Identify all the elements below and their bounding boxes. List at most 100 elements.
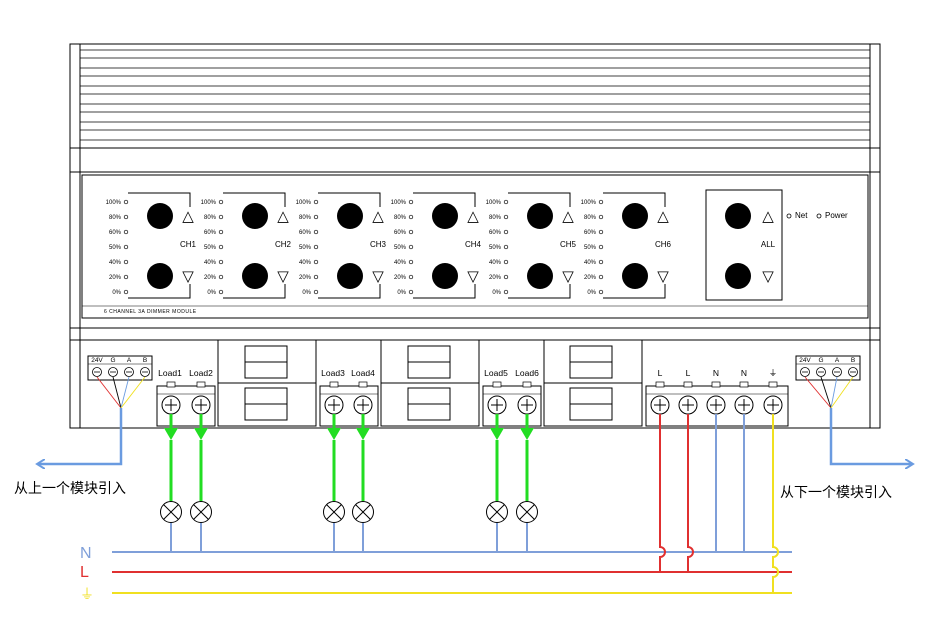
channel-bracket [508, 192, 571, 207]
ch5-up-button[interactable] [527, 203, 553, 229]
line-label-n: N [80, 545, 92, 562]
level-led [313, 199, 319, 205]
bus-wire [804, 376, 832, 409]
level-led [313, 244, 319, 250]
level-label: 100% [391, 200, 407, 206]
level-label: 60% [394, 230, 407, 236]
level-label: 50% [204, 245, 217, 251]
power-terminal-label: N [741, 368, 747, 378]
level-label: 100% [106, 200, 122, 206]
level-label: 60% [584, 230, 597, 236]
level-led [503, 274, 509, 280]
level-led [503, 199, 509, 205]
ch1-up-button[interactable] [147, 203, 173, 229]
level-led [503, 289, 509, 295]
ch6-up-button[interactable] [622, 203, 648, 229]
channel-bracket [318, 284, 381, 299]
up-arrow-icon: △ [657, 208, 669, 225]
level-led [503, 259, 509, 265]
level-label: 20% [109, 275, 122, 281]
terminal-tab [683, 381, 693, 388]
all-down-symbol: ▽ [762, 268, 774, 285]
live-feed-wire [659, 414, 666, 572]
load-output-label: Load4 [351, 368, 375, 378]
terminal-tab [739, 381, 749, 388]
level-label: 100% [581, 200, 597, 206]
bus-terminal-label: A [127, 357, 132, 364]
level-led [598, 199, 604, 205]
level-led [123, 274, 129, 280]
channel-2-block: 100%80%60%50%40%20%0%△▽CH2 [201, 192, 292, 299]
wire-arrow-icon [194, 428, 208, 440]
terminal-tab [358, 381, 368, 388]
ch2-up-button[interactable] [242, 203, 268, 229]
level-label: 40% [584, 260, 597, 266]
bus-terminal-label: 24V [799, 357, 811, 364]
level-led [313, 259, 319, 265]
ch4-down-button[interactable] [432, 263, 458, 289]
all-channel-block: △ ALL ▽ Net Power [705, 189, 848, 301]
level-led [408, 289, 414, 295]
all-down-button[interactable] [725, 263, 751, 289]
channel-bracket [413, 284, 476, 299]
level-label: 100% [201, 200, 217, 206]
module-housing: 6 CHANNEL 3A DIMMER MODULE [69, 43, 881, 429]
level-led [408, 229, 414, 235]
level-label: 40% [204, 260, 217, 266]
ch3-down-button[interactable] [337, 263, 363, 289]
bus-wire [830, 376, 838, 409]
ch6-down-button[interactable] [622, 263, 648, 289]
level-led [598, 259, 604, 265]
net-led [786, 213, 792, 219]
terminal-tab [196, 381, 206, 388]
vent-lines [80, 49, 870, 141]
level-label: 80% [489, 215, 502, 221]
down-arrow-icon: ▽ [277, 268, 289, 285]
level-label: 80% [299, 215, 312, 221]
all-up-button[interactable] [725, 203, 751, 229]
ch1-down-button[interactable] [147, 263, 173, 289]
bus-wire [120, 376, 146, 409]
channel-bracket [318, 192, 381, 207]
level-led [123, 214, 129, 220]
bus-arrow-right [829, 408, 912, 464]
level-label: 40% [394, 260, 407, 266]
ch2-down-button[interactable] [242, 263, 268, 289]
power-label: Power [825, 211, 848, 220]
level-led [503, 229, 509, 235]
down-arrow-icon: ▽ [657, 268, 669, 285]
level-led [408, 199, 414, 205]
bus-terminal-label: 24V [91, 357, 103, 364]
level-led [218, 289, 224, 295]
level-led [408, 214, 414, 220]
channel-4-block: 100%80%60%50%40%20%0%△▽CH4 [391, 192, 482, 299]
level-label: 50% [584, 245, 597, 251]
level-label: 20% [584, 275, 597, 281]
lamp-cross [355, 504, 371, 520]
wiring [38, 376, 912, 594]
to-next-module-label: 从下一个模块引入 [780, 485, 892, 501]
channel-bracket [413, 192, 476, 207]
load-output-label: Load2 [189, 368, 213, 378]
channel-label: CH2 [275, 240, 292, 249]
bus-terminal-label: G [110, 357, 115, 364]
channel-label: CH4 [465, 240, 482, 249]
ch5-down-button[interactable] [527, 263, 553, 289]
level-led [123, 199, 129, 205]
level-label: 60% [299, 230, 312, 236]
level-led [598, 274, 604, 280]
relay-windows [217, 339, 643, 427]
level-led [218, 244, 224, 250]
level-label: 100% [296, 200, 312, 206]
power-led [816, 213, 822, 219]
bus-wire [96, 376, 122, 409]
terminal-tab [768, 381, 778, 388]
bus-terminal-label: B [143, 357, 147, 364]
ch4-up-button[interactable] [432, 203, 458, 229]
level-label: 40% [109, 260, 122, 266]
bus-terminal-label: G [818, 357, 823, 364]
bus-terminal-left: 24V G A B [87, 355, 153, 381]
channel-bracket [603, 284, 666, 299]
up-arrow-icon: △ [277, 208, 289, 225]
ch3-up-button[interactable] [337, 203, 363, 229]
